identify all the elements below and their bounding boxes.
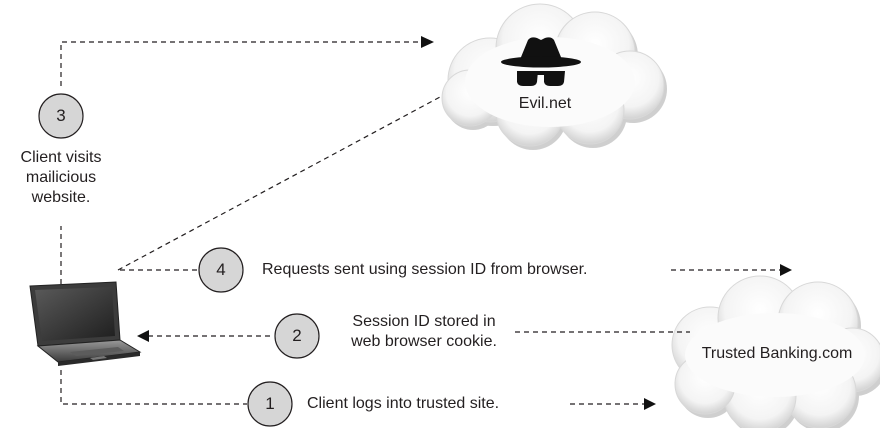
step-2-label-line1: Session ID stored in (352, 313, 496, 330)
trusted-cloud (671, 275, 880, 428)
spy-icon (501, 37, 581, 86)
arrowheads (137, 36, 792, 410)
step-4-label: Requests sent using session ID from brow… (262, 261, 588, 278)
step-2-number: 2 (292, 326, 302, 345)
arrow-to-laptop (137, 330, 149, 342)
step-2-label: Session ID stored in web browser cookie. (326, 312, 522, 352)
step-1-circle (247, 381, 293, 427)
step-circles (38, 93, 320, 427)
arrow-step-1 (644, 398, 656, 410)
step-3-label-line1: Client visits (20, 149, 102, 166)
laptop-icon (29, 281, 142, 366)
connector-4-evil (117, 96, 441, 271)
arrow-to-evil (421, 36, 434, 48)
step-3-label: Client visits mailicious website. (0, 148, 122, 208)
connector-3-top (60, 41, 424, 86)
step-1-label: Client logs into trusted site. (307, 395, 500, 412)
step-2-label-line2: web browser cookie. (351, 333, 497, 350)
step-3-circle (38, 93, 84, 139)
step-1-number: 1 (265, 394, 275, 413)
step-3-number: 3 (56, 106, 66, 125)
trusted-site-label: Trusted Banking.com (701, 345, 853, 362)
arrow-step-4 (780, 264, 792, 276)
step-2-circle (274, 313, 320, 359)
connector-1-down (60, 370, 247, 405)
step-4-number: 4 (216, 260, 226, 279)
evil-site-label: Evil.net (518, 95, 572, 112)
step-4-circle (198, 247, 244, 293)
step-3-label-line3: website. (31, 189, 91, 206)
connectors (60, 41, 782, 405)
step-3-label-line2: mailicious (25, 169, 97, 186)
